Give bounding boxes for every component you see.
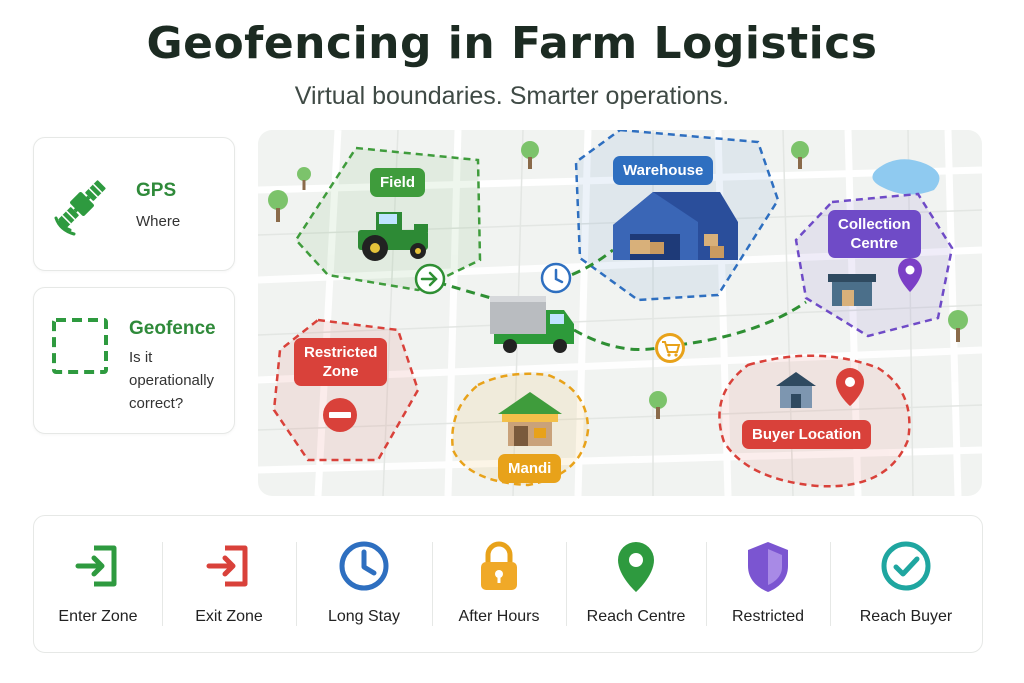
geofence-desc-line: operationally xyxy=(129,372,215,389)
route-line xyxy=(677,300,807,347)
enter-zone-icon xyxy=(75,545,117,587)
geofence-desc-line: Is it xyxy=(129,349,153,366)
page-subtitle: Virtual boundaries. Smarter operations. xyxy=(294,82,730,110)
legend-enter-zone[interactable]: Enter Zone xyxy=(34,516,162,652)
legend-label: Enter Zone xyxy=(58,608,138,625)
collection-zone-label-line: Centre xyxy=(850,235,899,252)
legend-label: Restricted xyxy=(731,608,805,625)
clock-icon xyxy=(339,541,389,591)
legend-long-stay[interactable]: Long Stay xyxy=(296,516,432,652)
legend-divider xyxy=(296,542,297,626)
warehouse-zone-label[interactable]: Warehouse xyxy=(613,156,714,185)
gps-desc: Where xyxy=(136,213,181,230)
restricted-zone-label-line: Zone xyxy=(322,363,359,380)
legend-label: Reach Buyer xyxy=(859,608,953,625)
legend-divider xyxy=(566,542,567,626)
tree xyxy=(268,141,968,419)
legend-divider xyxy=(706,542,707,626)
collection-zone-label[interactable]: Collection Centre xyxy=(828,210,921,258)
warehouse-icon xyxy=(613,192,738,260)
restricted-zone-label[interactable]: Restricted Zone xyxy=(294,338,388,386)
legend-divider xyxy=(162,542,163,626)
alerts-legend: Enter Zone Exit Zone Long Stay After Hou… xyxy=(33,515,983,653)
mandi-stall-icon xyxy=(498,392,562,446)
restricted-zone-label-line: Restricted xyxy=(304,344,378,361)
map-canvas xyxy=(258,130,982,496)
legend-divider xyxy=(830,542,831,626)
geofence-card: Geofence Is it operationally correct? xyxy=(33,287,235,434)
location-pin-icon xyxy=(618,542,654,592)
check-circle-icon xyxy=(881,541,931,591)
legend-exit-zone[interactable]: Exit Zone xyxy=(162,516,296,652)
dashed-square-icon xyxy=(52,318,108,374)
legend-label: After Hours xyxy=(458,608,540,625)
clock-marker xyxy=(540,262,572,294)
enter-marker xyxy=(414,263,446,295)
gps-label: GPS xyxy=(136,180,177,201)
collection-centre-icon xyxy=(828,274,876,306)
exit-zone-icon xyxy=(206,545,248,587)
buyer-pin-icon xyxy=(836,368,864,406)
legend-divider xyxy=(432,542,433,626)
truck-icon xyxy=(490,296,574,353)
geofence-label: Geofence xyxy=(129,318,216,339)
geofence-map[interactable]: Field Warehouse Collection Centre Restri… xyxy=(258,130,982,496)
route-line xyxy=(573,328,659,352)
geofence-desc: Is it operationally correct? xyxy=(129,346,214,415)
pond xyxy=(872,159,940,195)
cart-marker xyxy=(655,333,685,363)
legend-label: Exit Zone xyxy=(195,608,263,625)
legend-label: Long Stay xyxy=(327,608,401,625)
legend-reach-buyer[interactable]: Reach Buyer xyxy=(830,516,982,652)
legend-reach-centre[interactable]: Reach Centre xyxy=(566,516,706,652)
collection-pin-icon xyxy=(898,258,922,292)
lock-icon xyxy=(481,541,517,590)
field-zone-label[interactable]: Field xyxy=(370,168,426,197)
geofence-desc-line: correct? xyxy=(129,395,184,412)
legend-after-hours[interactable]: After Hours xyxy=(432,516,566,652)
collection-zone-label-line: Collection xyxy=(838,216,911,233)
tractor-icon xyxy=(358,212,428,261)
no-entry-icon xyxy=(323,398,357,432)
buyer-house-icon xyxy=(776,372,816,408)
legend-label: Reach Centre xyxy=(586,608,686,625)
satellite-icon xyxy=(54,180,106,236)
mandi-zone-label[interactable]: Mandi xyxy=(498,454,562,483)
shield-icon xyxy=(748,542,788,592)
buyer-zone-label[interactable]: Buyer Location xyxy=(742,420,872,449)
legend-restricted[interactable]: Restricted xyxy=(706,516,830,652)
page-title: Geofencing in Farm Logistics xyxy=(146,18,878,69)
gps-card: GPS Where xyxy=(33,137,235,271)
